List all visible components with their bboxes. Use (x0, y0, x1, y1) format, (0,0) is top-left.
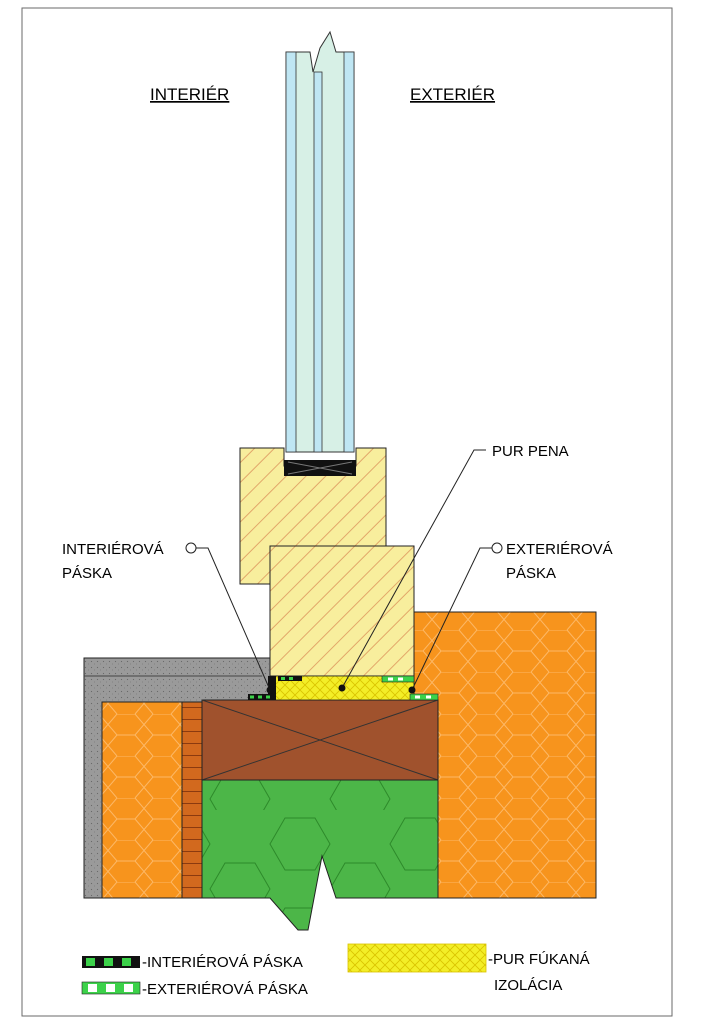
legend-exterior-tape-swatch (81, 981, 141, 995)
wood-beam (201, 699, 439, 781)
legend-pur-label-1: -PUR FÚKANÁ (488, 951, 590, 968)
exterior-tape-label-2: PÁSKA (506, 565, 556, 582)
leader-dot-exterior-tape (408, 686, 416, 694)
interior-thermal-insulation (101, 701, 183, 899)
legend-interior-tape-label: -INTERIÉROVÁ PÁSKA (142, 954, 303, 971)
legend-interior-tape-swatch (82, 956, 140, 968)
legend-pur-swatch (347, 943, 487, 973)
glazing (285, 30, 355, 453)
brick-column (181, 701, 203, 899)
glazing-spacer (284, 460, 356, 476)
interior-tape-label-2: PÁSKA (62, 565, 112, 582)
interior-label: INTERIÉR (150, 85, 229, 104)
green-insulation (201, 779, 439, 931)
legend-pur-label-2: IZOLÁCIA (494, 977, 562, 994)
exterior-tape-label-1: EXTERIÉROVÁ (506, 541, 613, 558)
pur-pena-label: PUR PENA (492, 443, 569, 460)
leader-circle-exterior (491, 542, 503, 554)
exterior-tape (381, 675, 439, 701)
drawing-frame (21, 7, 673, 1017)
window-frame (269, 545, 415, 677)
legend: -INTERIÉROVÁ PÁSKA -EXTERIÉROVÁ PÁSKA -P… (81, 943, 590, 998)
leader-lines (196, 449, 492, 691)
legend-exterior-tape-label: -EXTERIÉROVÁ PÁSKA (142, 981, 308, 998)
interior-tape-label-1: INTERIÉROVÁ (62, 541, 164, 558)
leader-circle-interior (185, 542, 197, 554)
leader-dot-pur (338, 684, 346, 692)
exterior-label: EXTERIÉR (410, 85, 495, 104)
leader-dot-interior-tape (266, 686, 274, 694)
exterior-thermal-insulation (413, 611, 597, 899)
